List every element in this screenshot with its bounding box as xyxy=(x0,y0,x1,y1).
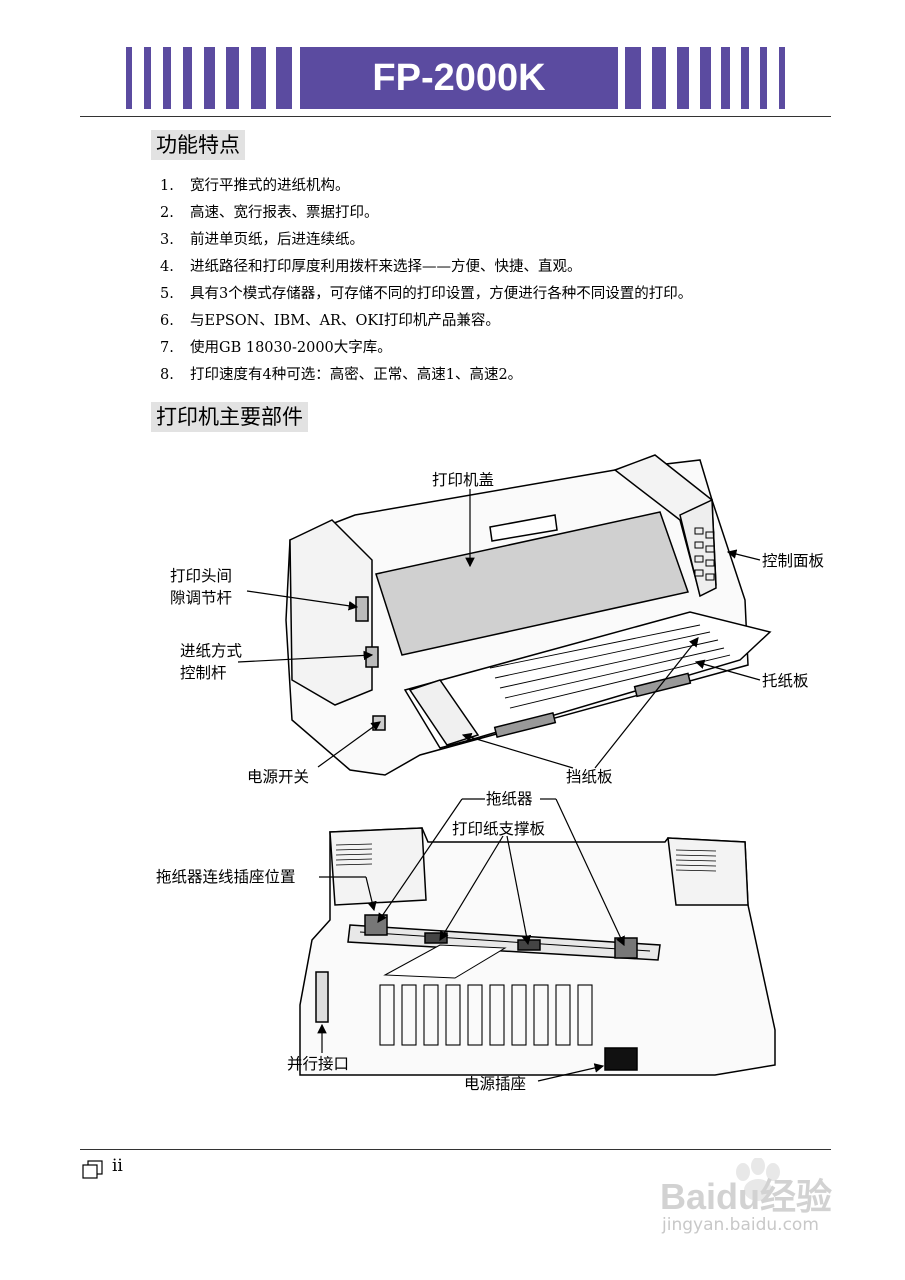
header-stripe xyxy=(163,47,171,109)
header-stripe xyxy=(126,47,132,109)
header-stripe xyxy=(741,47,749,109)
header-stripe xyxy=(677,47,689,109)
page-number: ii xyxy=(112,1156,123,1176)
header-stripe xyxy=(204,47,215,109)
baidu-paw-icon xyxy=(736,1158,780,1201)
printer-illustration xyxy=(237,454,776,1082)
header-rule xyxy=(80,116,831,117)
header-stripe xyxy=(760,47,767,109)
list-item: 4.进纸路径和打印厚度利用拨杆来选择——方便、快捷、直观。 xyxy=(160,259,582,275)
watermark-brand: Baidu经验 xyxy=(660,1176,833,1217)
label-tractor-connector: 拖纸器连线插座位置 xyxy=(156,868,296,886)
label-paper-tray: 托纸板 xyxy=(762,672,809,690)
label-printer-cover: 打印机盖 xyxy=(432,471,495,489)
label-power-switch: 电源开关 xyxy=(247,768,310,786)
header-stripe xyxy=(226,47,239,109)
leader-lines xyxy=(237,489,761,1082)
list-item: 2.高速、宽行报表、票据打印。 xyxy=(160,205,379,221)
list-item: 1.宽行平推式的进纸机构。 xyxy=(160,178,350,194)
rear-printer xyxy=(299,827,776,1076)
label-paper-support: 打印纸支撑板 xyxy=(452,820,546,838)
header-stripe xyxy=(779,47,785,109)
label-head-gap-lever-line2: 隙调节杆 xyxy=(170,589,233,607)
features-list: 1.宽行平推式的进纸机构。 2.高速、宽行报表、票据打印。 3.前进单页纸，后进… xyxy=(160,173,692,389)
list-item: 7.使用GB 18030-2000大字库。 xyxy=(160,340,392,356)
label-tractor: 拖纸器 xyxy=(486,790,533,808)
list-item: 6.与EPSON、IBM、AR、OKI打印机产品兼容。 xyxy=(160,313,500,329)
list-item: 5.具有3个模式存储器，可存储不同的打印设置，方便进行各种不同设置的打印。 xyxy=(160,286,693,302)
label-parallel-port: 并行接口 xyxy=(287,1055,350,1073)
list-item: 8.打印速度有4种可选：高密、正常、高速1、高速2。 xyxy=(160,367,523,383)
label-feed-lever-line1: 进纸方式 xyxy=(180,642,243,660)
label-feed-lever-line2: 控制杆 xyxy=(180,664,227,682)
label-control-panel: 控制面板 xyxy=(762,552,825,570)
front-printer xyxy=(285,454,772,776)
header-stripe xyxy=(276,47,292,109)
page-title: FP-2000K xyxy=(300,47,618,109)
header-stripe xyxy=(652,47,666,109)
header-stripe xyxy=(625,47,641,109)
header-stripe xyxy=(251,47,266,109)
label-head-gap-lever-line1: 打印头间 xyxy=(170,567,233,585)
footer-rule xyxy=(80,1149,831,1150)
watermark-url: jingyan.baidu.com xyxy=(662,1215,819,1235)
header-stripe xyxy=(721,47,730,109)
header-stripe xyxy=(183,47,192,109)
page-icon xyxy=(82,1160,103,1179)
header-stripe xyxy=(144,47,151,109)
label-paper-guide: 挡纸板 xyxy=(566,768,613,786)
parts-heading: 打印机主要部件 xyxy=(151,402,308,432)
features-heading: 功能特点 xyxy=(151,130,245,160)
label-power-socket: 电源插座 xyxy=(464,1075,527,1093)
header-stripe xyxy=(700,47,711,109)
list-item: 3.前进单页纸，后进连续纸。 xyxy=(160,232,364,248)
